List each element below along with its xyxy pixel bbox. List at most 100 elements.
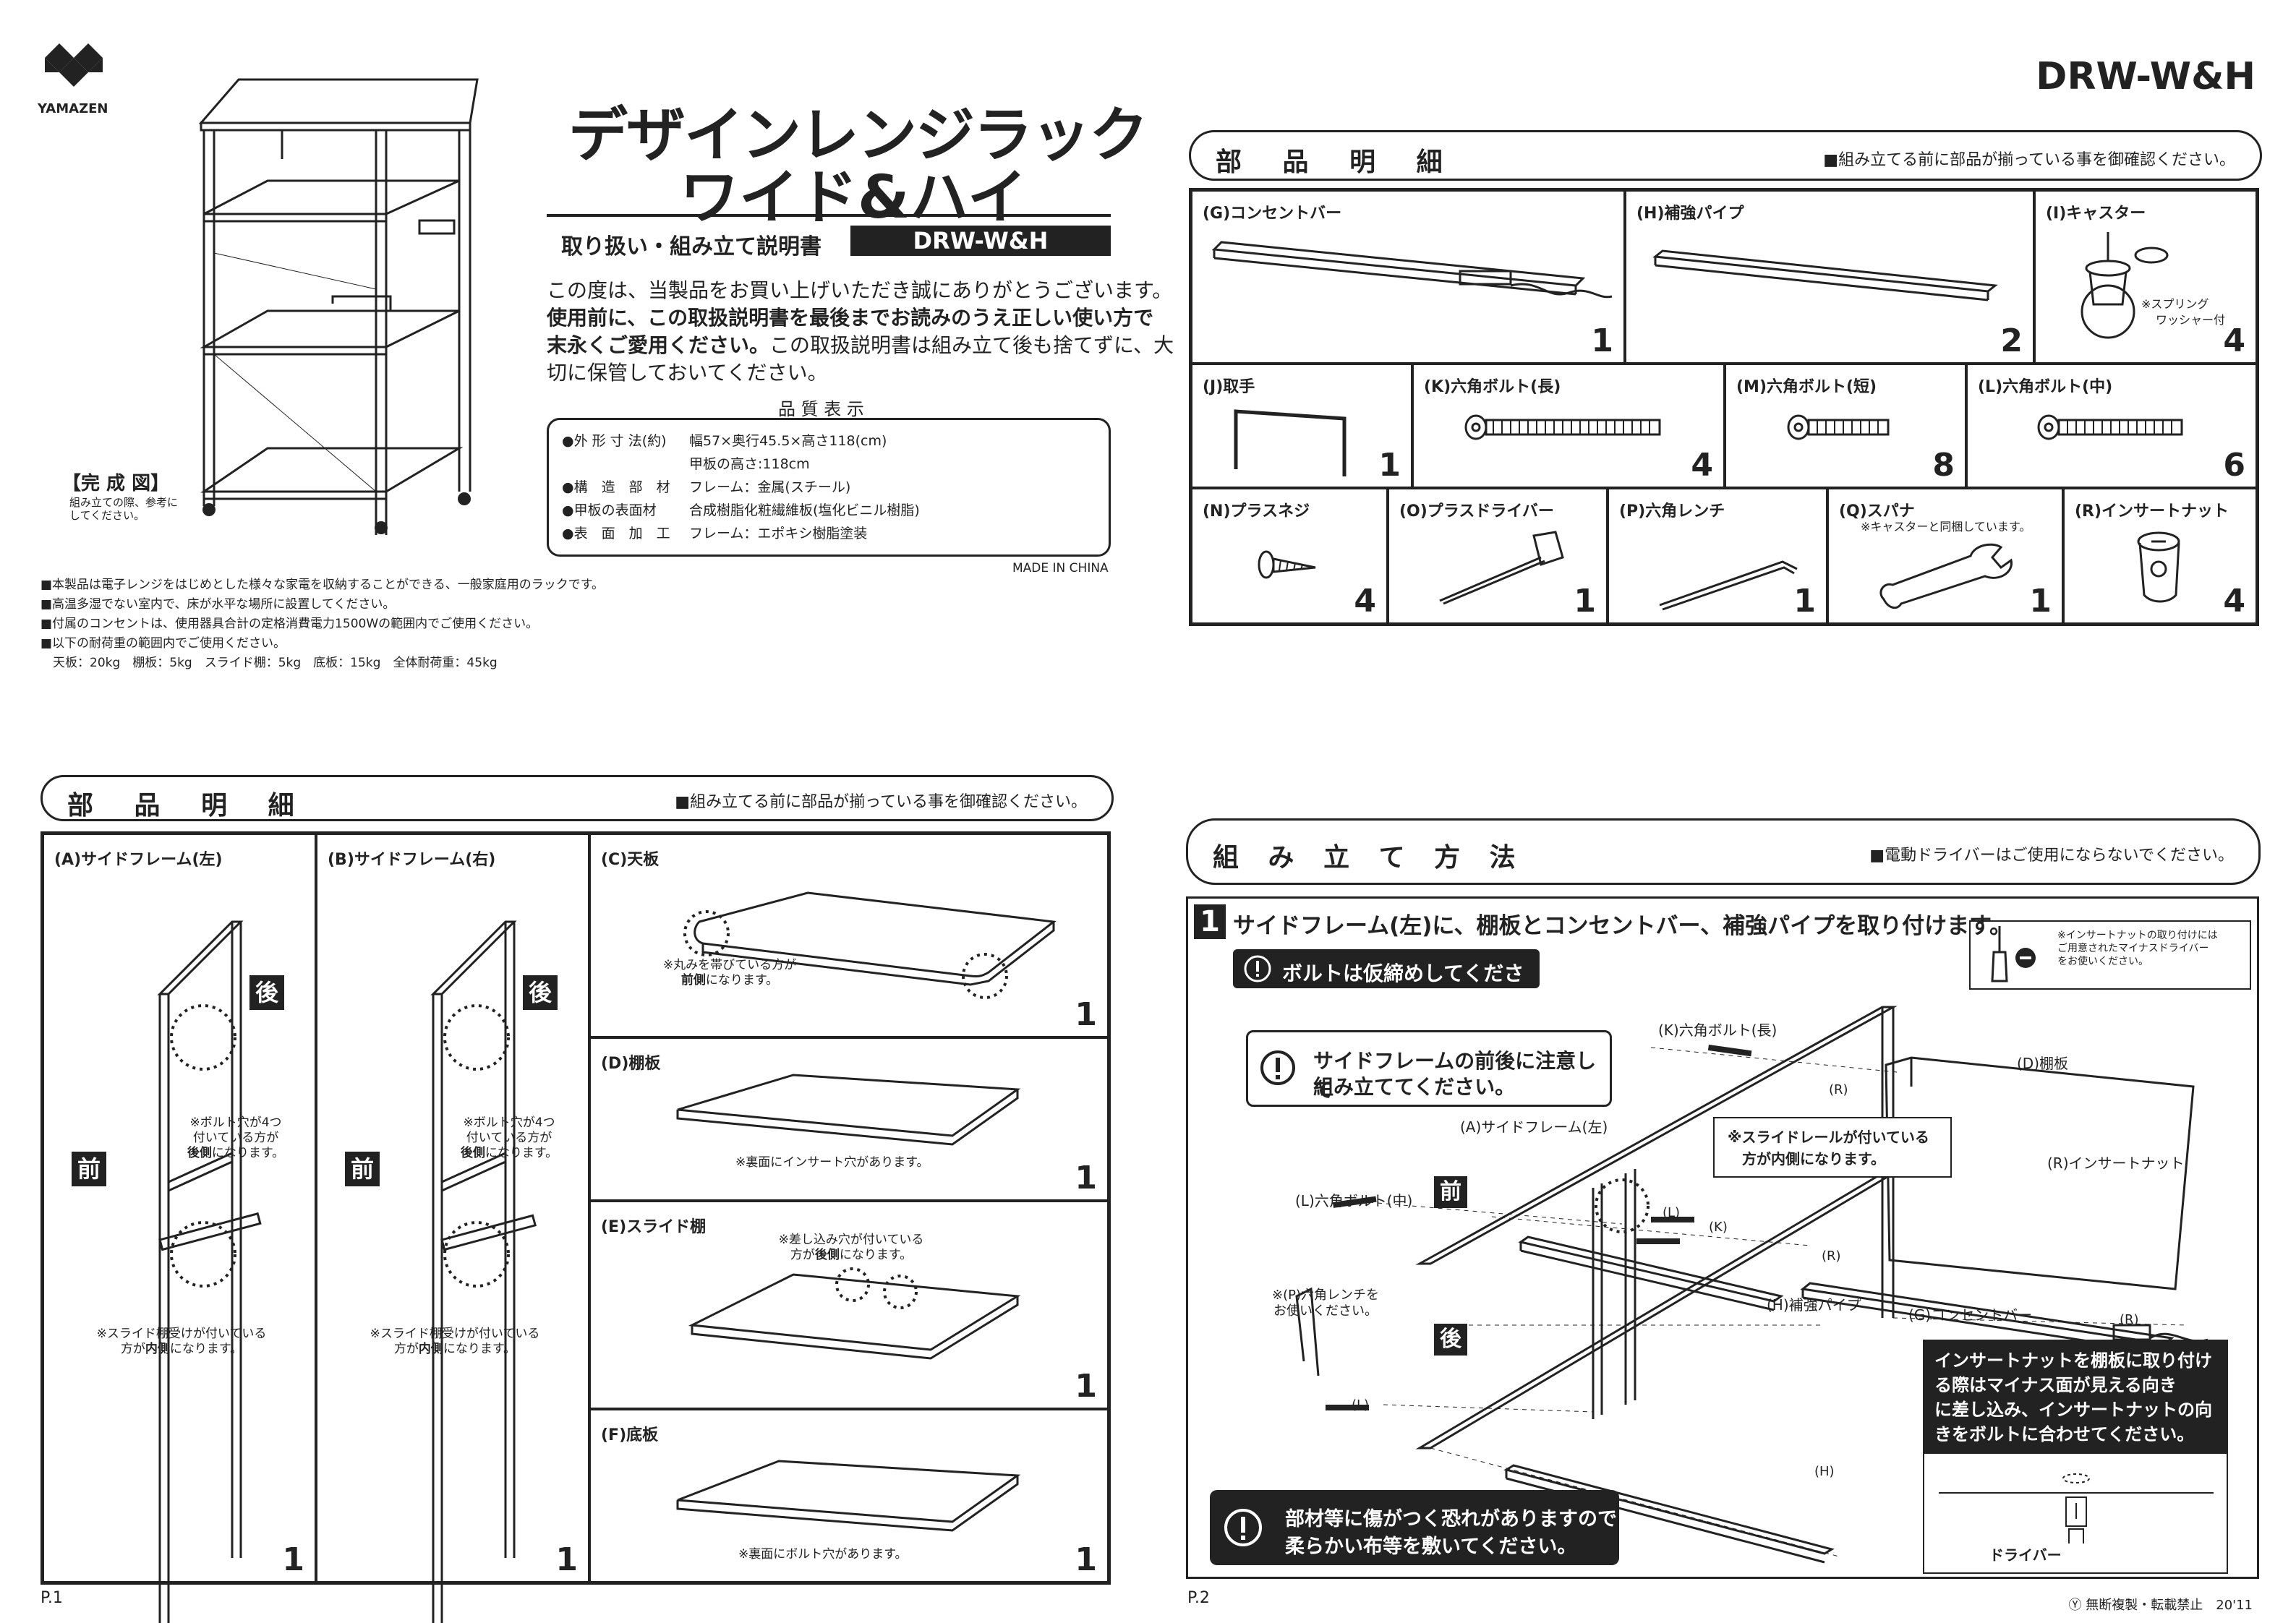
caution-icon [1260, 1050, 1295, 1085]
loose-tag: ボルトは仮締めしてください [1233, 949, 1540, 1014]
slide-note: ※スライド棚受けが付いている 方が内側になります。 [370, 1327, 540, 1356]
part-qty: 1 [1574, 583, 1596, 620]
intro-line-2: 使用前に、この取扱説明書を最後までお読みのうえ正しい使い方で [547, 306, 1154, 330]
manual-subtitle: 取り扱い・組み立て説明書 [561, 234, 821, 260]
shelf-board-drawing [676, 1074, 1021, 1146]
product-title-line1: デザインレンジラック [568, 101, 1148, 170]
hex-wrench-icon [1659, 560, 1798, 611]
title-rule [547, 214, 1111, 217]
top-board-drawing [683, 891, 1057, 999]
part-label: (C)天板 [601, 851, 660, 869]
part-label: (N)プラスネジ [1203, 502, 1310, 521]
rail-note-1: ※スライドレールが付いている [1728, 1129, 1929, 1146]
parts-bottom-table: (A)サイドフレーム(左) 後 前 ※ボルト穴が4つ 付いている方が 後側になり… [40, 831, 1111, 1623]
driver-note-box: ※インサートナットの取り付けには ご用意されたマイナスドライバー をお使いくださ… [1969, 920, 2251, 990]
cover-notes: ■本製品は電子レンジをはじめとした様々な家電を収納することができる、一般家庭用の… [40, 575, 604, 673]
cover-note: ■以下の耐荷重の範囲内でご使用ください。 [40, 636, 286, 651]
part-qty: 6 [2223, 447, 2245, 484]
pipe-icon [1652, 249, 1998, 301]
label-g-bar: (G)コンセントバー [1908, 1306, 2033, 1324]
label-k: (K) [1709, 1220, 1728, 1235]
label-front: 前 [1434, 1176, 1467, 1208]
label-r-nut: (R)インサートナット [2047, 1155, 2185, 1172]
part-label: (E)スライド棚 [601, 1218, 707, 1236]
complete-note-1: 組み立ての際、参考に [69, 496, 179, 509]
intro-line-3: 末永くご愛用ください。この取扱説明書は組み立て後も捨てずに、大 [547, 330, 1174, 359]
assembly-note: ■電動ドライバーはご使用にならないでください。 [1869, 847, 2234, 865]
part-label: (I)キャスター [2046, 205, 2146, 223]
rail-note-box: ※スライドレールが付いている 方が内側になります。 [1713, 1117, 1952, 1178]
part-label: (L)六角ボルト(中) [1978, 378, 2113, 396]
part-qty: 4 [2223, 322, 2245, 359]
part-label: (H)補強パイプ [1636, 205, 1744, 223]
part-qty: 1 [2029, 583, 2052, 620]
slide-shelf-cell: (E)スライド棚 ※差し込み穴が付いている 方が後側になります。 1 [589, 1201, 1109, 1409]
parts-bottom-note: ■組み立てる前に部品が揃っている事を御確認ください。 [675, 793, 1087, 811]
shelf-board-note: ※裏面にインサート穴があります。 [735, 1155, 929, 1170]
part-label: (M)六角ボルト(短) [1736, 378, 1877, 396]
side-frame-right-drawing [430, 920, 537, 1623]
caster-note-2: ワッシャー付 [2156, 313, 2226, 327]
driver-label: ドライバー [1989, 1546, 2062, 1564]
spanner-note: ※キャスターと同梱しています。 [1861, 520, 2031, 534]
top-board-note: ※丸みを帯びている方が 前側になります。 [662, 958, 797, 988]
driver-icon [1439, 531, 1564, 605]
back-tag: 後 [523, 975, 558, 1010]
insert-note-header: インサートナットを棚板に取り付け る際はマイナス面が見える向き に差し込み、イン… [1924, 1341, 2227, 1454]
part-qty: 2 [2000, 322, 2023, 359]
part-cell-k: (K)六角ボルト(長) 4 [1412, 364, 1725, 488]
intro-line-1: この度は、当製品をお買い上げいただき誠にありがとうございます。 [547, 278, 1173, 302]
bolt-note: ※ボルト穴が4つ 付いている方が 後側になります。 [460, 1115, 558, 1160]
part-label: (A)サイドフレーム(左) [54, 851, 223, 869]
side-frame-left-cell: (A)サイドフレーム(左) 後 前 ※ボルト穴が4つ 付いている方が 後側になり… [43, 834, 316, 1623]
parts-bottom-header: 部 品 明 細 ■組み立てる前に部品が揃っている事を御確認ください。 [40, 775, 1114, 821]
made-in: MADE IN CHINA [1012, 561, 1109, 575]
driver-note: ※インサートナットの取り付けには ご用意されたマイナスドライバー をお使いくださ… [2057, 930, 2218, 967]
intro-line-3b: この取扱説明書は組み立て後も捨てずに、大 [769, 333, 1174, 357]
quality-title: 品 質 表 示 [778, 399, 864, 419]
part-qty: 1 [1591, 322, 1613, 359]
parts-top-table: (G)コンセントバー 1 (H)補強パイプ 2 (I)キャスター [1189, 188, 2259, 626]
long-bolt-icon [1464, 414, 1661, 440]
front-tag: 前 [345, 1152, 380, 1186]
label-r-3: (R) [2120, 1312, 2139, 1327]
part-qty: 8 [1932, 447, 1955, 484]
label-back: 後 [1434, 1324, 1467, 1356]
brand-name: YAMAZEN [38, 101, 108, 116]
part-cell-j: (J)取手 1 [1191, 364, 1412, 488]
caster-icon [2081, 232, 2169, 339]
wrench-note: ※(P)六角レンチを お使いください。 [1272, 1288, 1379, 1319]
part-label: (D)棚板 [601, 1055, 661, 1073]
cloth-note-2: 柔らかい布等を敷いてください。 [1285, 1536, 1577, 1558]
part-cell-q: (Q)スパナ ※キャスターと同梱しています。 1 [1827, 488, 2063, 624]
label-r: (R) [1829, 1082, 1848, 1097]
part-cell-m: (M)六角ボルト(短) 8 [1725, 364, 1966, 488]
handle-icon [1234, 409, 1347, 476]
part-qty: 1 [1793, 583, 1816, 620]
insert-nut-icon [2137, 531, 2180, 603]
label-l-2: (L) [1352, 1397, 1370, 1413]
part-cell-o: (O)プラスドライバー 1 [1388, 488, 1608, 624]
parts-bottom-title: 部 品 明 細 [67, 791, 310, 821]
part-qty: 1 [1378, 447, 1401, 484]
top-board-cell: (C)天板 ※丸みを帯びている方が 前側になります。 1 [589, 834, 1109, 1037]
caution-text-1: サイドフレームの前後に注意して [1313, 1049, 1597, 1102]
part-qty: 1 [555, 1541, 578, 1578]
bottom-board-cell: (F)底板 ※裏面にボルト穴があります。 1 [589, 1409, 1109, 1583]
short-bolt-icon [1787, 414, 1890, 440]
bottom-board-drawing [676, 1460, 1021, 1532]
part-label: (P)六角レンチ [1619, 502, 1725, 521]
loose-tag-text: ボルトは仮締めしてください [1282, 962, 1524, 1014]
label-k-long: (K)六角ボルト(長) [1658, 1022, 1778, 1039]
step-text: サイドフレーム(左)に、棚板とコンセントバー、補強パイプを取り付けます。 [1233, 913, 2013, 939]
part-cell-h: (H)補強パイプ 2 [1625, 190, 2034, 364]
part-qty: 4 [1354, 583, 1376, 620]
parts-top-title: 部 品 明 細 [1216, 147, 1459, 177]
part-label: (Q)スパナ [1839, 502, 1915, 521]
side-frame-left-drawing [157, 920, 262, 1623]
cloth-alert-icon [1224, 1509, 1262, 1546]
caster-note-1: ※スプリング [2141, 297, 2209, 311]
label-h-pipe: (H)補強パイプ [1767, 1296, 1861, 1314]
part-cell-n: (N)プラスネジ 4 [1191, 488, 1388, 624]
quality-box: ●外 形 寸 法(約)幅57×奥行45.5×高さ118(cm) 甲板の高さ:11… [547, 418, 1111, 557]
